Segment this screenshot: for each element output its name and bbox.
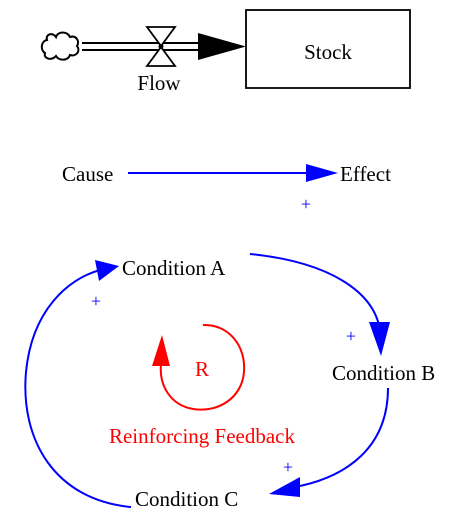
link-a-to-b-arrowhead xyxy=(369,322,390,356)
valve-icon[interactable] xyxy=(145,26,177,67)
polarity-c-to-a: + xyxy=(91,291,101,311)
link-c-to-a-arrowhead xyxy=(95,260,119,281)
causal-link-arrowhead xyxy=(306,164,338,182)
flow-label: Flow xyxy=(137,71,181,95)
link-c-to-a[interactable] xyxy=(24,269,132,508)
reinforcing-loop-icon xyxy=(152,323,246,411)
stock-label: Stock xyxy=(304,40,352,64)
condition-a-label: Condition A xyxy=(122,256,226,280)
stock-box[interactable] xyxy=(245,9,411,89)
flow-pipe[interactable] xyxy=(82,42,200,51)
link-b-to-c-arrowhead xyxy=(269,477,300,497)
loop-title: Reinforcing Feedback xyxy=(109,424,296,448)
causal-link-group: Cause Effect + xyxy=(62,162,391,214)
cloud-icon xyxy=(40,31,80,61)
link-b-to-c[interactable] xyxy=(299,387,389,487)
flow-arrowhead xyxy=(198,33,246,60)
polarity-b-to-c: + xyxy=(283,457,293,477)
polarity-a-to-b: + xyxy=(346,326,356,346)
effect-label: Effect xyxy=(340,162,391,186)
causal-link-polarity: + xyxy=(301,194,311,214)
loop-marker-label: R xyxy=(195,357,209,381)
condition-c-label: Condition C xyxy=(135,487,238,511)
feedback-loop-group: Condition A Condition B Condition C + + … xyxy=(24,253,435,511)
link-a-to-b[interactable] xyxy=(249,253,381,331)
stock-flow-group: Stock Flow xyxy=(40,9,411,95)
condition-b-label: Condition B xyxy=(332,361,435,385)
cause-label: Cause xyxy=(62,162,113,186)
